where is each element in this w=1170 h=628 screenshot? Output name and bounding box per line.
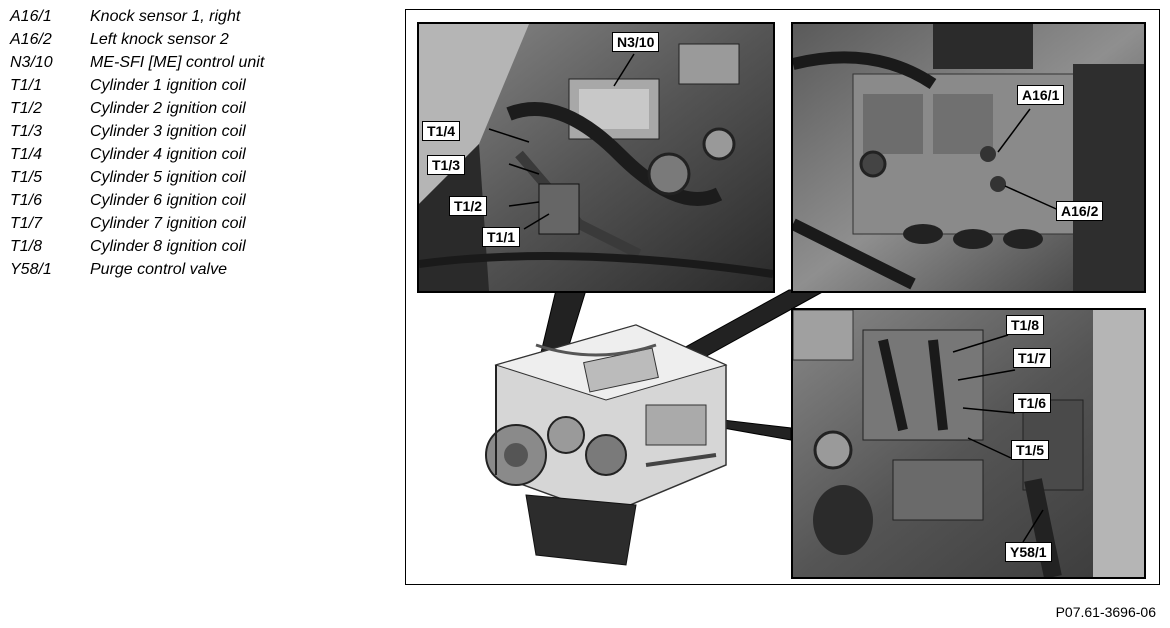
- callout-t1-1: T1/1: [482, 227, 521, 247]
- legend-description: Cylinder 8 ignition coil: [90, 238, 246, 255]
- legend-code: T1/2: [10, 100, 43, 117]
- knock-sensors-image: [793, 24, 1144, 291]
- legend-code: A16/2: [10, 31, 52, 48]
- legend-description: Left knock sensor 2: [90, 31, 229, 48]
- callout-t1-4: T1/4: [422, 121, 461, 141]
- callout-t1-6: T1/6: [1013, 393, 1052, 413]
- callout-y58-1: Y58/1: [1005, 542, 1052, 562]
- legend-item: T1/4 Cylinder 4 ignition coil: [10, 146, 264, 169]
- legend-code: T1/7: [10, 215, 43, 232]
- legend-code: Y58/1: [10, 261, 52, 278]
- callout-a16-2: A16/2: [1056, 201, 1104, 221]
- legend-item: Y58/1 Purge control valve: [10, 261, 264, 284]
- figure-id: P07.61-3696-06: [1055, 604, 1156, 620]
- legend-description: Cylinder 1 ignition coil: [90, 77, 246, 94]
- legend-item: T1/7 Cylinder 7 ignition coil: [10, 215, 264, 238]
- legend-code: A16/1: [10, 8, 52, 25]
- legend-code: T1/5: [10, 169, 43, 186]
- callout-t1-7: T1/7: [1013, 348, 1052, 368]
- legend-item: N3/10 ME-SFI [ME] control unit: [10, 54, 264, 77]
- engine-top-left-image: [419, 24, 773, 291]
- legend-item: T1/2 Cylinder 2 ignition coil: [10, 100, 264, 123]
- callout-a16-1: A16/1: [1017, 85, 1065, 105]
- legend-code: N3/10: [10, 54, 53, 71]
- legend-item: T1/8 Cylinder 8 ignition coil: [10, 238, 264, 261]
- callout-t1-8: T1/8: [1006, 315, 1045, 335]
- photo-knock-sensors: A16/1 A16/2: [791, 22, 1146, 293]
- legend-description: Cylinder 3 ignition coil: [90, 123, 246, 140]
- legend-code: T1/6: [10, 192, 43, 209]
- callout-t1-5: T1/5: [1011, 440, 1050, 460]
- photo-engine-top-left: N3/10 T1/4 T1/3 T1/2 T1/1: [417, 22, 775, 293]
- callout-t1-3: T1/3: [427, 155, 466, 175]
- legend-item: A16/1 Knock sensor 1, right: [10, 8, 264, 31]
- legend-code: T1/1: [10, 77, 43, 94]
- legend-code: T1/8: [10, 238, 43, 255]
- legend-description: ME-SFI [ME] control unit: [90, 54, 265, 71]
- engine-overview-illustration: [485, 324, 728, 566]
- coils-purge-valve-image: [793, 310, 1144, 577]
- legend-description: Cylinder 2 ignition coil: [90, 100, 246, 117]
- legend-item: A16/2 Left knock sensor 2: [10, 31, 264, 54]
- legend-item: T1/5 Cylinder 5 ignition coil: [10, 169, 264, 192]
- callout-t1-2: T1/2: [449, 196, 488, 216]
- component-legend: A16/1 Knock sensor 1, right A16/2 Left kno…: [10, 8, 264, 284]
- legend-description: Cylinder 4 ignition coil: [90, 146, 246, 163]
- legend-description: Cylinder 6 ignition coil: [90, 192, 246, 209]
- legend-item: T1/1 Cylinder 1 ignition coil: [10, 77, 264, 100]
- legend-description: Cylinder 7 ignition coil: [90, 215, 246, 232]
- legend-description: Purge control valve: [90, 261, 227, 278]
- photo-coils-purge-valve: T1/8 T1/7 T1/6 T1/5 Y58/1: [791, 308, 1146, 579]
- legend-description: Knock sensor 1, right: [90, 8, 241, 25]
- legend-code: T1/4: [10, 146, 43, 163]
- legend-description: Cylinder 5 ignition coil: [90, 169, 246, 186]
- legend-item: T1/6 Cylinder 6 ignition coil: [10, 192, 264, 215]
- callout-n3-10: N3/10: [612, 32, 660, 52]
- legend-item: T1/3 Cylinder 3 ignition coil: [10, 123, 264, 146]
- figure-frame: N3/10 T1/4 T1/3 T1/2 T1/1: [405, 9, 1160, 585]
- legend-code: T1/3: [10, 123, 43, 140]
